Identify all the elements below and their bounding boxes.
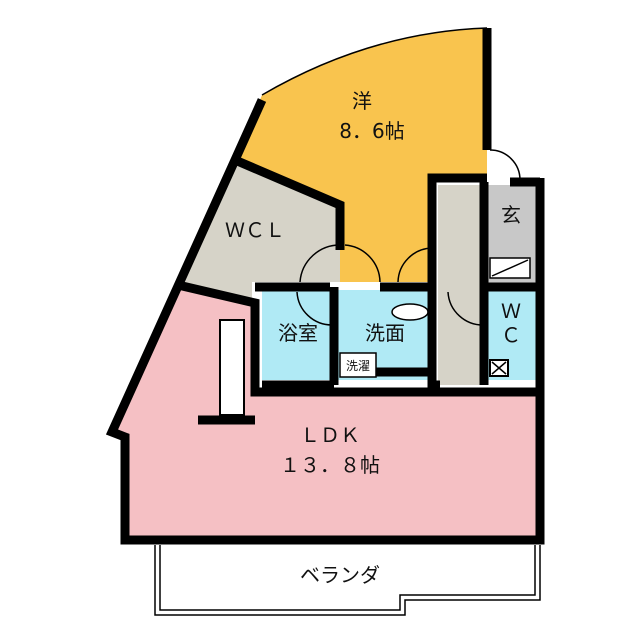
bath-label: 浴室 [278,321,318,345]
walk-in-closet [178,160,340,300]
wc-label-1: Ｗ [501,299,521,323]
ldk-name: ＬＤＫ [300,423,360,447]
washroom-label: 洗面 [365,321,405,345]
ldk-size: １３．８帖 [280,453,380,477]
hallway [438,185,482,385]
wcl-label: ＷＣＬ [225,218,285,242]
western-room-size: 8．6帖 [339,119,404,143]
western-room-name: 洋 [352,89,372,113]
sink [391,303,429,321]
veranda-label: ベランダ [300,563,380,587]
laundry-label: 洗濯 [346,359,370,373]
wc-label-2: Ｃ [501,323,521,347]
entrance-label: 玄 [501,203,521,227]
bathroom [262,290,334,380]
western-room [235,28,487,282]
veranda-outline [154,545,541,616]
